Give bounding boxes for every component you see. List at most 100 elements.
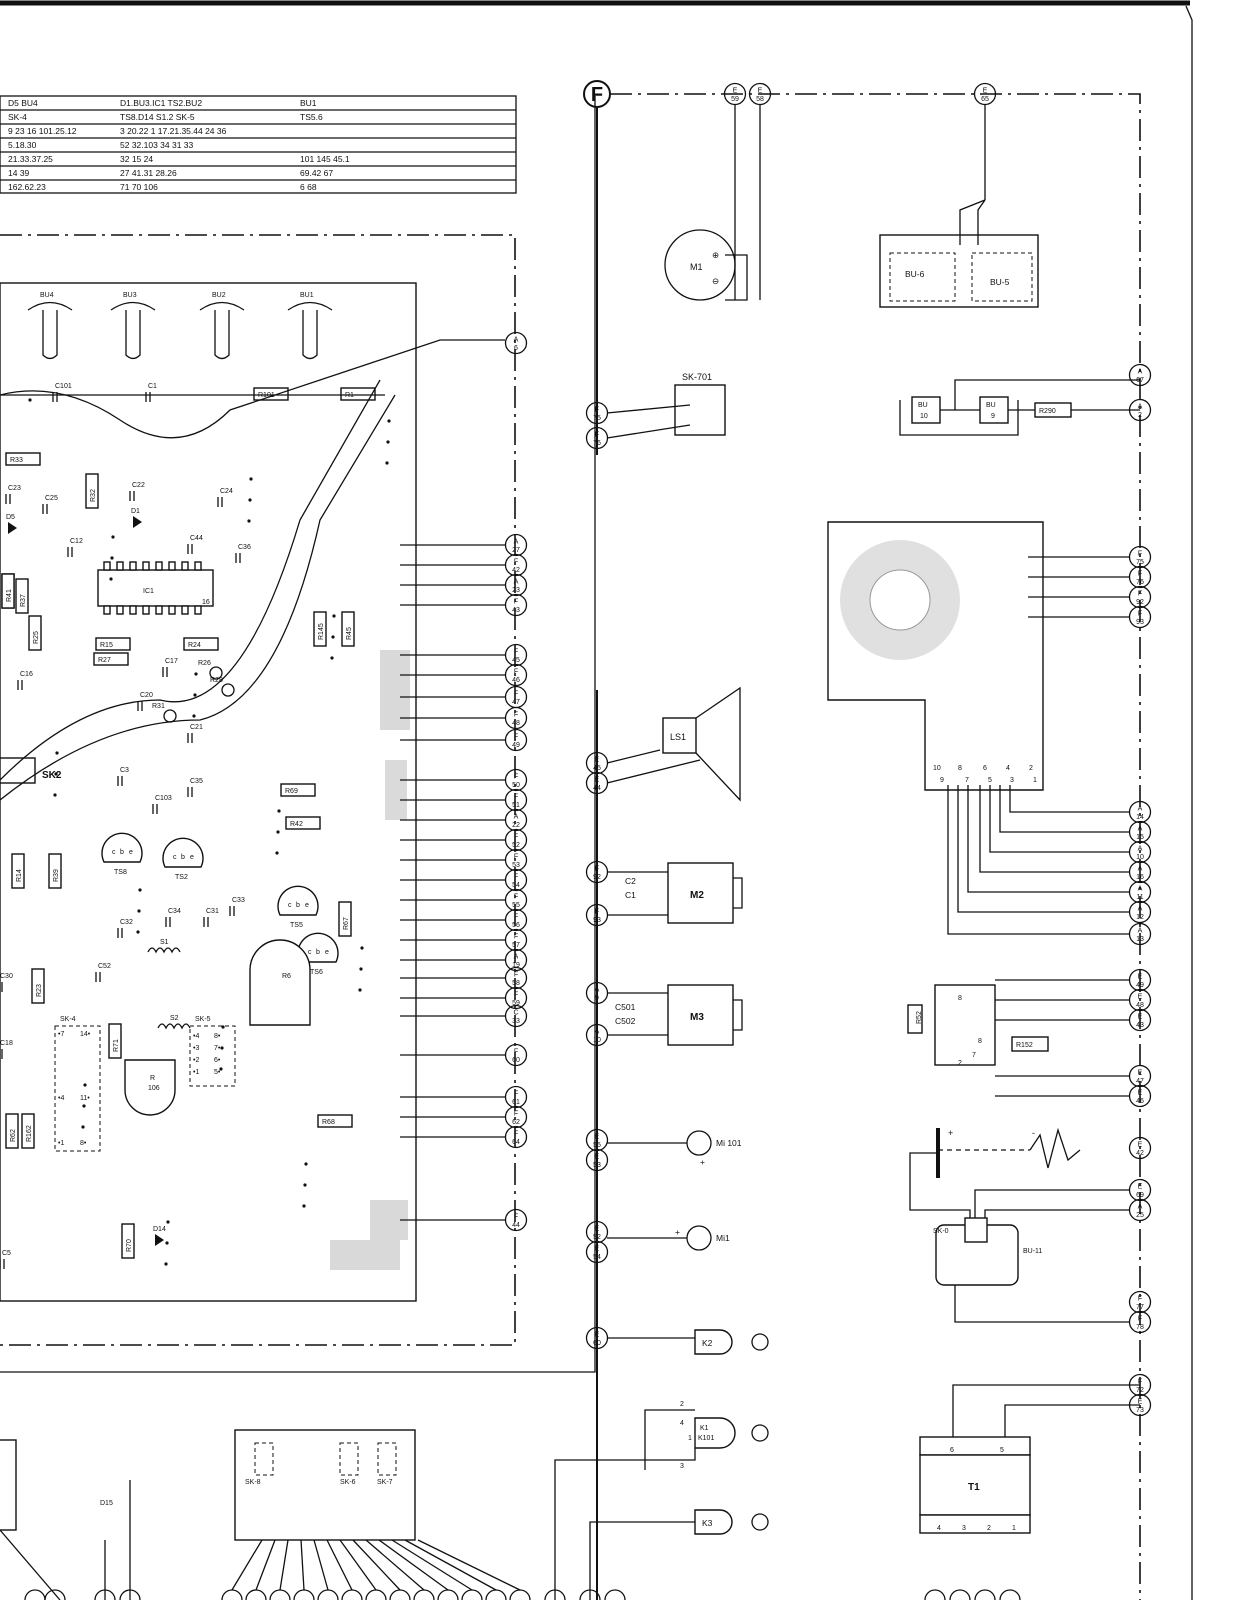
- transformer-t1-label: T1: [968, 1482, 980, 1493]
- connector-number: 44: [512, 1222, 520, 1229]
- edge-connector-f50: F50: [504, 768, 528, 792]
- connector-letter: F: [514, 1091, 518, 1098]
- connector-number: 54: [512, 882, 520, 889]
- flex-connector-a14: A14: [1128, 800, 1152, 824]
- svg-text:R31: R31: [152, 703, 165, 710]
- svg-text:D14: D14: [153, 1226, 166, 1233]
- bottom-section: D15 SK-8 SK-6 SK-7: [0, 1429, 1021, 1605]
- bu6-bu5-block: [879, 234, 1039, 308]
- connector-letter: F: [514, 914, 518, 921]
- svg-text:C32: C32: [120, 919, 133, 926]
- table-cell: TS5.6: [300, 112, 323, 122]
- svg-text:S2: S2: [170, 1015, 179, 1022]
- flex-connector-a11: A11: [1128, 880, 1152, 904]
- svg-text:BU: BU: [918, 402, 928, 409]
- connector-number: 64: [512, 1139, 520, 1146]
- connector-letter: F: [595, 909, 599, 916]
- sk0-pins: [964, 1217, 988, 1243]
- connector-f72: F72: [1128, 1373, 1152, 1397]
- connector-letter: E: [1138, 1014, 1143, 1021]
- connector-number: 75: [593, 415, 601, 422]
- connector-a9: A9: [585, 981, 609, 1005]
- svg-text:C12: C12: [70, 538, 83, 545]
- svg-text:R71: R71: [113, 1039, 120, 1052]
- table-cell: 101 145 45.1: [300, 154, 350, 164]
- connector-e45: E45: [585, 751, 609, 775]
- contact-k1-symbol: [694, 1417, 736, 1449]
- svg-text:R26: R26: [198, 660, 211, 667]
- bu11-connector-f77: F77: [1128, 1290, 1152, 1314]
- svg-text:b: b: [120, 849, 124, 856]
- svg-text:C17: C17: [165, 658, 178, 665]
- connector-f92: F92: [585, 860, 609, 884]
- svg-text:6•: 6•: [214, 1057, 221, 1064]
- connector-e59: E59: [723, 82, 747, 106]
- mic-mi1-symbol: [686, 1225, 712, 1251]
- svg-text:BU3: BU3: [123, 292, 137, 299]
- edge-connector-f49: F49: [504, 728, 528, 752]
- connector-number: 72: [1136, 1387, 1144, 1394]
- connector-number: 58: [756, 96, 764, 103]
- component-c31: C31: [203, 908, 219, 927]
- svg-text:5•: 5•: [214, 1069, 221, 1076]
- svg-text:C24: C24: [220, 488, 233, 495]
- connector-number: 55: [593, 1142, 601, 1149]
- r152-resistor: [1011, 1036, 1049, 1052]
- k1-pin-1: 1: [688, 1435, 692, 1442]
- motor-m3-label: M3: [690, 1012, 704, 1023]
- connector-letter: F: [595, 407, 599, 414]
- bu5-label: BU-5: [990, 277, 1010, 287]
- m3-cap-c501: C501: [615, 1002, 636, 1012]
- connector-number: 53: [593, 1162, 601, 1169]
- svg-text:•3: •3: [193, 1045, 199, 1052]
- connector-letter: F: [514, 934, 518, 941]
- connector-letter: E: [758, 88, 763, 95]
- connector-number: 46: [1136, 1098, 1144, 1105]
- table-cell: TS8.D14 S1.2 SK-5: [120, 112, 195, 122]
- flex-pin-label: 9: [940, 777, 944, 784]
- component-c25: C25: [42, 495, 58, 514]
- contact-k2-label: K2: [702, 1338, 713, 1348]
- edge-connector-f56: F56: [504, 908, 528, 932]
- relay-connector-e48: E48: [1128, 988, 1152, 1012]
- sk7-label: SK-7: [377, 1479, 393, 1486]
- svg-text:TS2: TS2: [175, 874, 188, 881]
- table-cell: 69.42 67: [300, 168, 333, 178]
- table-cell: 162.62.23: [8, 182, 46, 192]
- connector-letter: F: [514, 712, 518, 719]
- connector-number: 52: [512, 842, 520, 849]
- svg-text:BU1: BU1: [300, 292, 314, 299]
- svg-text:C21: C21: [190, 724, 203, 731]
- connector-number: 69: [1136, 1192, 1144, 1199]
- component-r25: R25: [28, 615, 42, 651]
- svg-text:C103: C103: [155, 795, 172, 802]
- connector-number: 42: [1136, 1150, 1144, 1157]
- component-c34: C34: [165, 908, 181, 927]
- motor-m2-label: M2: [690, 890, 704, 901]
- connector-letter: E: [1138, 1090, 1143, 1097]
- head-connector-f92: F92: [1128, 585, 1152, 609]
- r152-label: R152: [1016, 1042, 1033, 1049]
- connector-number: 13: [1136, 936, 1144, 943]
- edge-connector-f54: F54: [504, 868, 528, 892]
- outer-frame: [0, 96, 596, 1373]
- sk6-label: SK-6: [340, 1479, 356, 1486]
- bu11-label: BU-11: [1023, 1248, 1042, 1255]
- svg-text:7: 7: [972, 1052, 976, 1059]
- svg-text:R: R: [150, 1075, 155, 1082]
- sk701-label: SK-701: [682, 372, 712, 382]
- edge-connector-f42: F42: [504, 553, 528, 577]
- mic-mi101-symbol: [686, 1130, 712, 1156]
- pcb-long-traces: [0, 339, 505, 801]
- component-r41: R41: [1, 573, 15, 609]
- edge-connector-c33: C33: [504, 1004, 528, 1028]
- svg-text:R37: R37: [20, 594, 27, 607]
- connector-number: 77: [1136, 1304, 1144, 1311]
- edge-connector-a22: A22: [504, 808, 528, 832]
- connector-letter: A: [1138, 928, 1143, 935]
- svg-text:b: b: [296, 902, 300, 909]
- m1-minus-symbol: ⊖: [712, 276, 719, 286]
